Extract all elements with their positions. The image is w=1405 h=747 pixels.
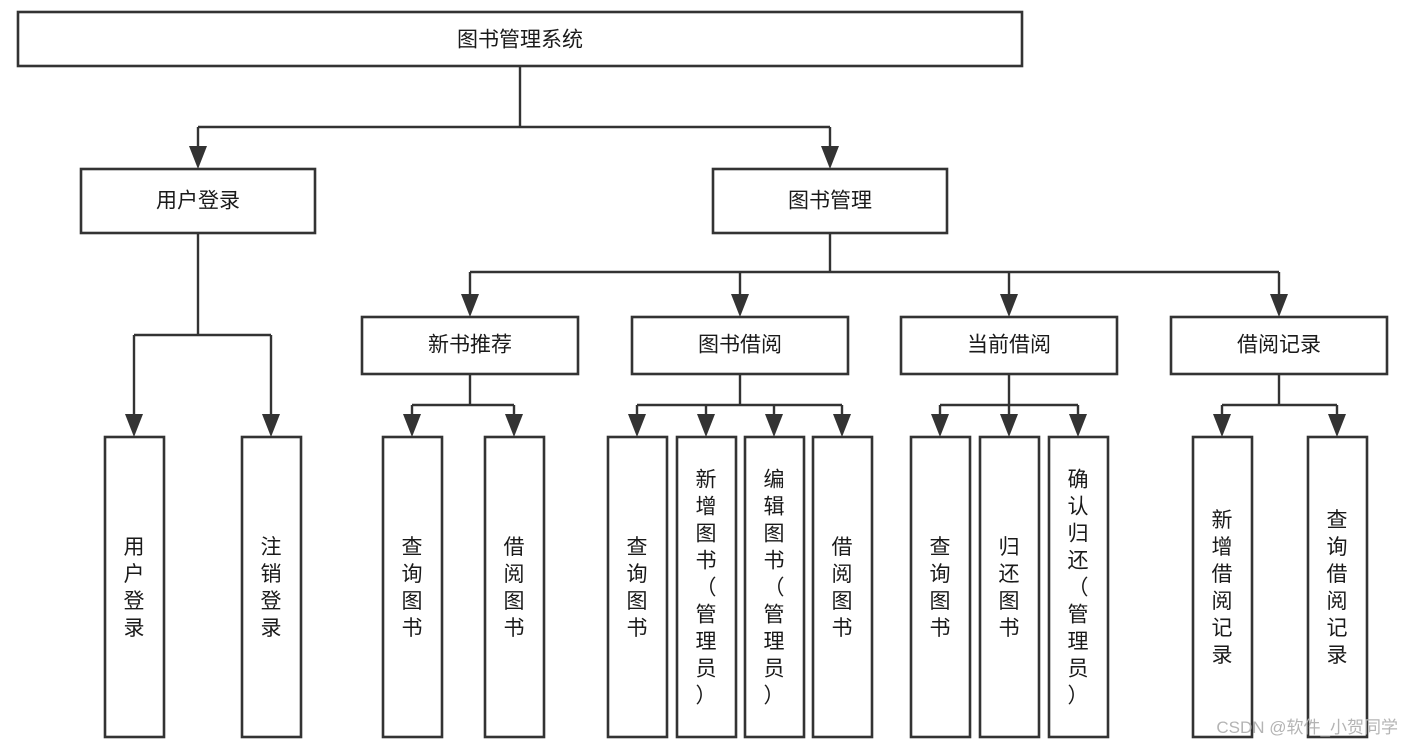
arrow-head-leaf5: [628, 414, 646, 437]
node-leaf8[interactable]: 借阅图书: [811, 435, 874, 739]
node-leaf13-label: 查询借阅记录: [1327, 509, 1348, 667]
node-newbook-label: 新书推荐: [428, 334, 512, 357]
arrow-head-login: [189, 146, 207, 169]
node-bookmgmt-label: 图书管理: [788, 190, 872, 213]
arrow-head-bookmgmt: [821, 146, 839, 169]
node-newbook[interactable]: 新书推荐: [360, 315, 580, 376]
node-leaf4[interactable]: 借阅图书: [483, 435, 546, 739]
node-bookmgmt[interactable]: 图书管理: [711, 167, 949, 235]
arrow-head-leaf12: [1213, 414, 1231, 437]
node-bookmgmt-box[interactable]: [711, 167, 949, 235]
node-leaf11-box[interactable]: [1047, 435, 1110, 739]
node-leaf5[interactable]: 查询图书: [606, 435, 669, 739]
node-leaf11[interactable]: 确认归还（管理员）: [1047, 435, 1110, 739]
arrow-head-leaf3: [403, 414, 421, 437]
arrow-head-leaf2: [262, 414, 280, 437]
node-leaf6-box[interactable]: [675, 435, 738, 739]
node-leaf13-box[interactable]: [1306, 435, 1369, 739]
arrow-head-leaf10: [1000, 414, 1018, 437]
node-leaf13[interactable]: 查询借阅记录: [1306, 435, 1369, 739]
arrow-head-leaf7: [765, 414, 783, 437]
node-leaf4-label: 借阅图书: [504, 536, 525, 640]
arrow-head-leaf1: [125, 414, 143, 437]
arrow-head-leaf9: [931, 414, 949, 437]
node-leaf8-box[interactable]: [811, 435, 874, 739]
node-login[interactable]: 用户登录: [79, 167, 317, 235]
node-leaf2-label: 注销登录: [261, 536, 282, 640]
csdn-watermark: CSDN @软件_小贺同学: [1216, 718, 1398, 737]
node-leaf9-box[interactable]: [909, 435, 972, 739]
node-records-label: 借阅记录: [1237, 334, 1321, 357]
node-leaf1-label: 用户登录: [124, 536, 145, 640]
arrow-head-leaf13: [1328, 414, 1346, 437]
node-login-box[interactable]: [79, 167, 317, 235]
node-root-label: 图书管理系统: [457, 29, 583, 52]
node-newbook-box[interactable]: [360, 315, 580, 376]
node-leaf7-box[interactable]: [743, 435, 806, 739]
node-borrow-label: 图书借阅: [698, 334, 782, 357]
node-leaf11-label: 确认归还（管理员）: [1068, 469, 1089, 708]
arrow-head-leaf6: [697, 414, 715, 437]
node-leaf7[interactable]: 编辑图书（管理员）: [743, 435, 806, 739]
connector-layer: [125, 66, 1346, 437]
node-records-box[interactable]: [1169, 315, 1389, 376]
node-leaf3-box[interactable]: [381, 435, 444, 739]
node-borrow-box[interactable]: [630, 315, 850, 376]
node-leaf3[interactable]: 查询图书: [381, 435, 444, 739]
node-leaf2-box[interactable]: [240, 435, 303, 739]
node-leaf12-box[interactable]: [1191, 435, 1254, 739]
node-root[interactable]: 图书管理系统: [16, 10, 1024, 68]
node-leaf12-label: 新增借阅记录: [1212, 509, 1233, 667]
node-leaf6[interactable]: 新增图书（管理员）: [675, 435, 738, 739]
node-leaf8-label: 借阅图书: [832, 536, 853, 640]
node-records[interactable]: 借阅记录: [1169, 315, 1389, 376]
node-current[interactable]: 当前借阅: [899, 315, 1119, 376]
node-leaf6-label: 新增图书（管理员）: [696, 469, 717, 708]
arrow-head-newbook: [461, 294, 479, 317]
arrow-head-leaf4: [505, 414, 523, 437]
arrow-head-records: [1270, 294, 1288, 317]
node-leaf10-box[interactable]: [978, 435, 1041, 739]
arrow-head-current: [1000, 294, 1018, 317]
node-leaf1[interactable]: 用户登录: [103, 435, 166, 739]
node-leaf5-box[interactable]: [606, 435, 669, 739]
node-leaf2[interactable]: 注销登录: [240, 435, 303, 739]
node-leaf5-label: 查询图书: [627, 536, 648, 640]
node-borrow[interactable]: 图书借阅: [630, 315, 850, 376]
node-leaf10[interactable]: 归还图书: [978, 435, 1041, 739]
node-leaf12[interactable]: 新增借阅记录: [1191, 435, 1254, 739]
arrow-head-borrow: [731, 294, 749, 317]
node-leaf1-box[interactable]: [103, 435, 166, 739]
node-leaf10-label: 归还图书: [999, 536, 1020, 640]
node-current-label: 当前借阅: [967, 334, 1051, 357]
node-root-box[interactable]: [16, 10, 1024, 68]
node-current-box[interactable]: [899, 315, 1119, 376]
node-leaf3-label: 查询图书: [402, 536, 423, 640]
node-leaf4-box[interactable]: [483, 435, 546, 739]
arrow-head-leaf11: [1069, 414, 1087, 437]
node-leaf9-label: 查询图书: [930, 536, 951, 640]
node-login-label: 用户登录: [156, 190, 240, 213]
arrow-head-leaf8: [833, 414, 851, 437]
node-leaf7-label: 编辑图书（管理员）: [764, 469, 785, 708]
node-leaf9[interactable]: 查询图书: [909, 435, 972, 739]
